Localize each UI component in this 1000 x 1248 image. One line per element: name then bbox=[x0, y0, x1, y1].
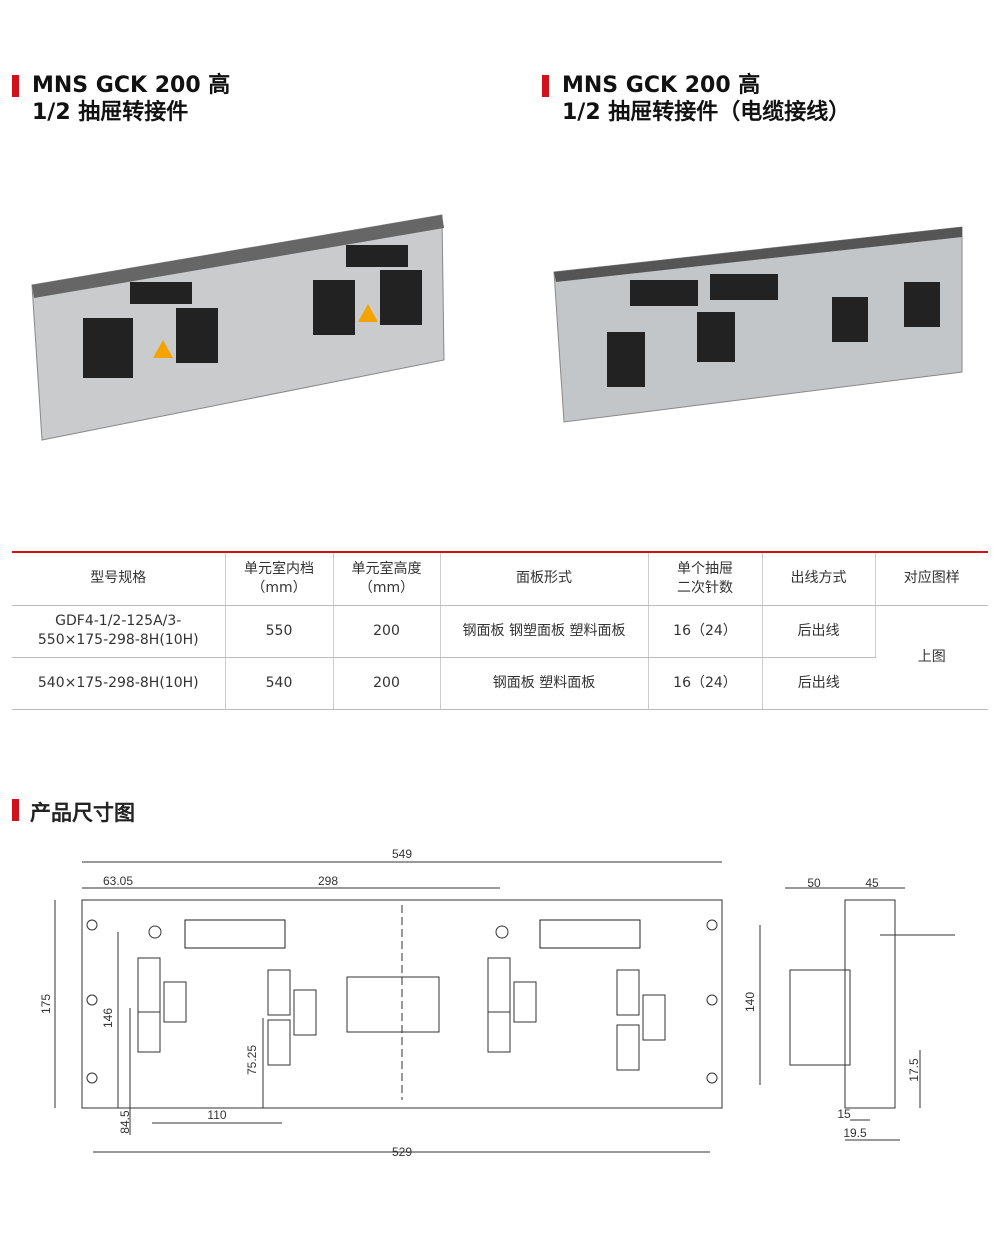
cell-model: 540×175-298-8H(10H) bbox=[12, 657, 226, 710]
dim-17-5: 17.5 bbox=[907, 1058, 921, 1082]
cell-outlet: 后出线 bbox=[762, 605, 876, 658]
cell-height: 200 bbox=[333, 657, 441, 710]
dimension-drawing: 549 63.05 298 175 146 84.5 75.25 110 529… bbox=[39, 847, 955, 1159]
side-view bbox=[759, 887, 955, 1141]
table-header-row: 型号规格 单元室内档（mm） 单元室高度（mm） 面板形式 单个抽屉二次针数 出… bbox=[12, 552, 988, 606]
cell-width: 550 bbox=[225, 605, 334, 658]
title-marker bbox=[542, 75, 549, 97]
dim-15: 15 bbox=[837, 1107, 851, 1121]
header-outlet: 出线方式 bbox=[762, 552, 876, 606]
table-row: GDF4-1/2-125A/3-550×175-298-8H(10H) 550 … bbox=[12, 605, 988, 710]
header-model: 型号规格 bbox=[12, 552, 226, 606]
section-title: 产品尺寸图 bbox=[12, 797, 135, 827]
screw-icon bbox=[86, 919, 718, 1084]
title-line: MNS GCK 200 高 bbox=[32, 73, 231, 98]
dim-19-5: 19.5 bbox=[843, 1126, 867, 1140]
cell-panel: 钢面板 钢塑面板 塑料面板 bbox=[440, 605, 649, 658]
cell-width: 540 bbox=[225, 657, 334, 710]
dim-63: 63.05 bbox=[103, 874, 133, 888]
title-line: MNS GCK 200 高 bbox=[562, 73, 761, 98]
dim-146: 146 bbox=[101, 1008, 115, 1028]
header-drawing: 对应图样 bbox=[875, 552, 988, 606]
dim-45: 45 bbox=[865, 876, 879, 890]
cell-model: GDF4-1/2-125A/3-550×175-298-8H(10H) bbox=[12, 605, 226, 658]
cell-drawing-ref: 上图 bbox=[875, 605, 988, 710]
header-height: 单元室高度（mm） bbox=[333, 552, 441, 606]
dim-50: 50 bbox=[807, 876, 821, 890]
cell-outlet: 后出线 bbox=[762, 657, 875, 710]
cell-pins: 16（24） bbox=[648, 605, 763, 658]
product-photo-right bbox=[553, 226, 963, 423]
title-line: 1/2 抽屉转接件（电缆接线） bbox=[562, 100, 851, 125]
title-marker bbox=[12, 75, 19, 97]
header-width: 单元室内档（mm） bbox=[225, 552, 334, 606]
header-panel: 面板形式 bbox=[440, 552, 649, 606]
header-pins: 单个抽屉二次针数 bbox=[648, 552, 763, 606]
dim-549: 549 bbox=[392, 847, 412, 861]
product-photo-left bbox=[31, 214, 445, 441]
dim-75-25: 75.25 bbox=[245, 1045, 259, 1075]
dim-84-5: 84.5 bbox=[118, 1110, 132, 1134]
title-marker bbox=[12, 799, 19, 821]
title-line: 1/2 抽屉转接件 bbox=[32, 100, 189, 125]
dim-175: 175 bbox=[39, 994, 53, 1014]
table-row: 540×175-298-8H(10H) 540 200 钢面板 塑料面板 16（… bbox=[12, 657, 988, 710]
dim-140: 140 bbox=[743, 992, 757, 1012]
dim-298: 298 bbox=[318, 874, 338, 888]
cell-height: 200 bbox=[333, 605, 441, 658]
cell-pins: 16（24） bbox=[648, 657, 763, 710]
front-view bbox=[54, 861, 723, 1153]
dim-529: 529 bbox=[392, 1145, 412, 1159]
cell-panel: 钢面板 塑料面板 bbox=[440, 657, 649, 710]
spec-table: 型号规格 单元室内档（mm） 单元室高度（mm） 面板形式 单个抽屉二次针数 出… bbox=[12, 551, 988, 710]
dim-110: 110 bbox=[207, 1108, 226, 1122]
